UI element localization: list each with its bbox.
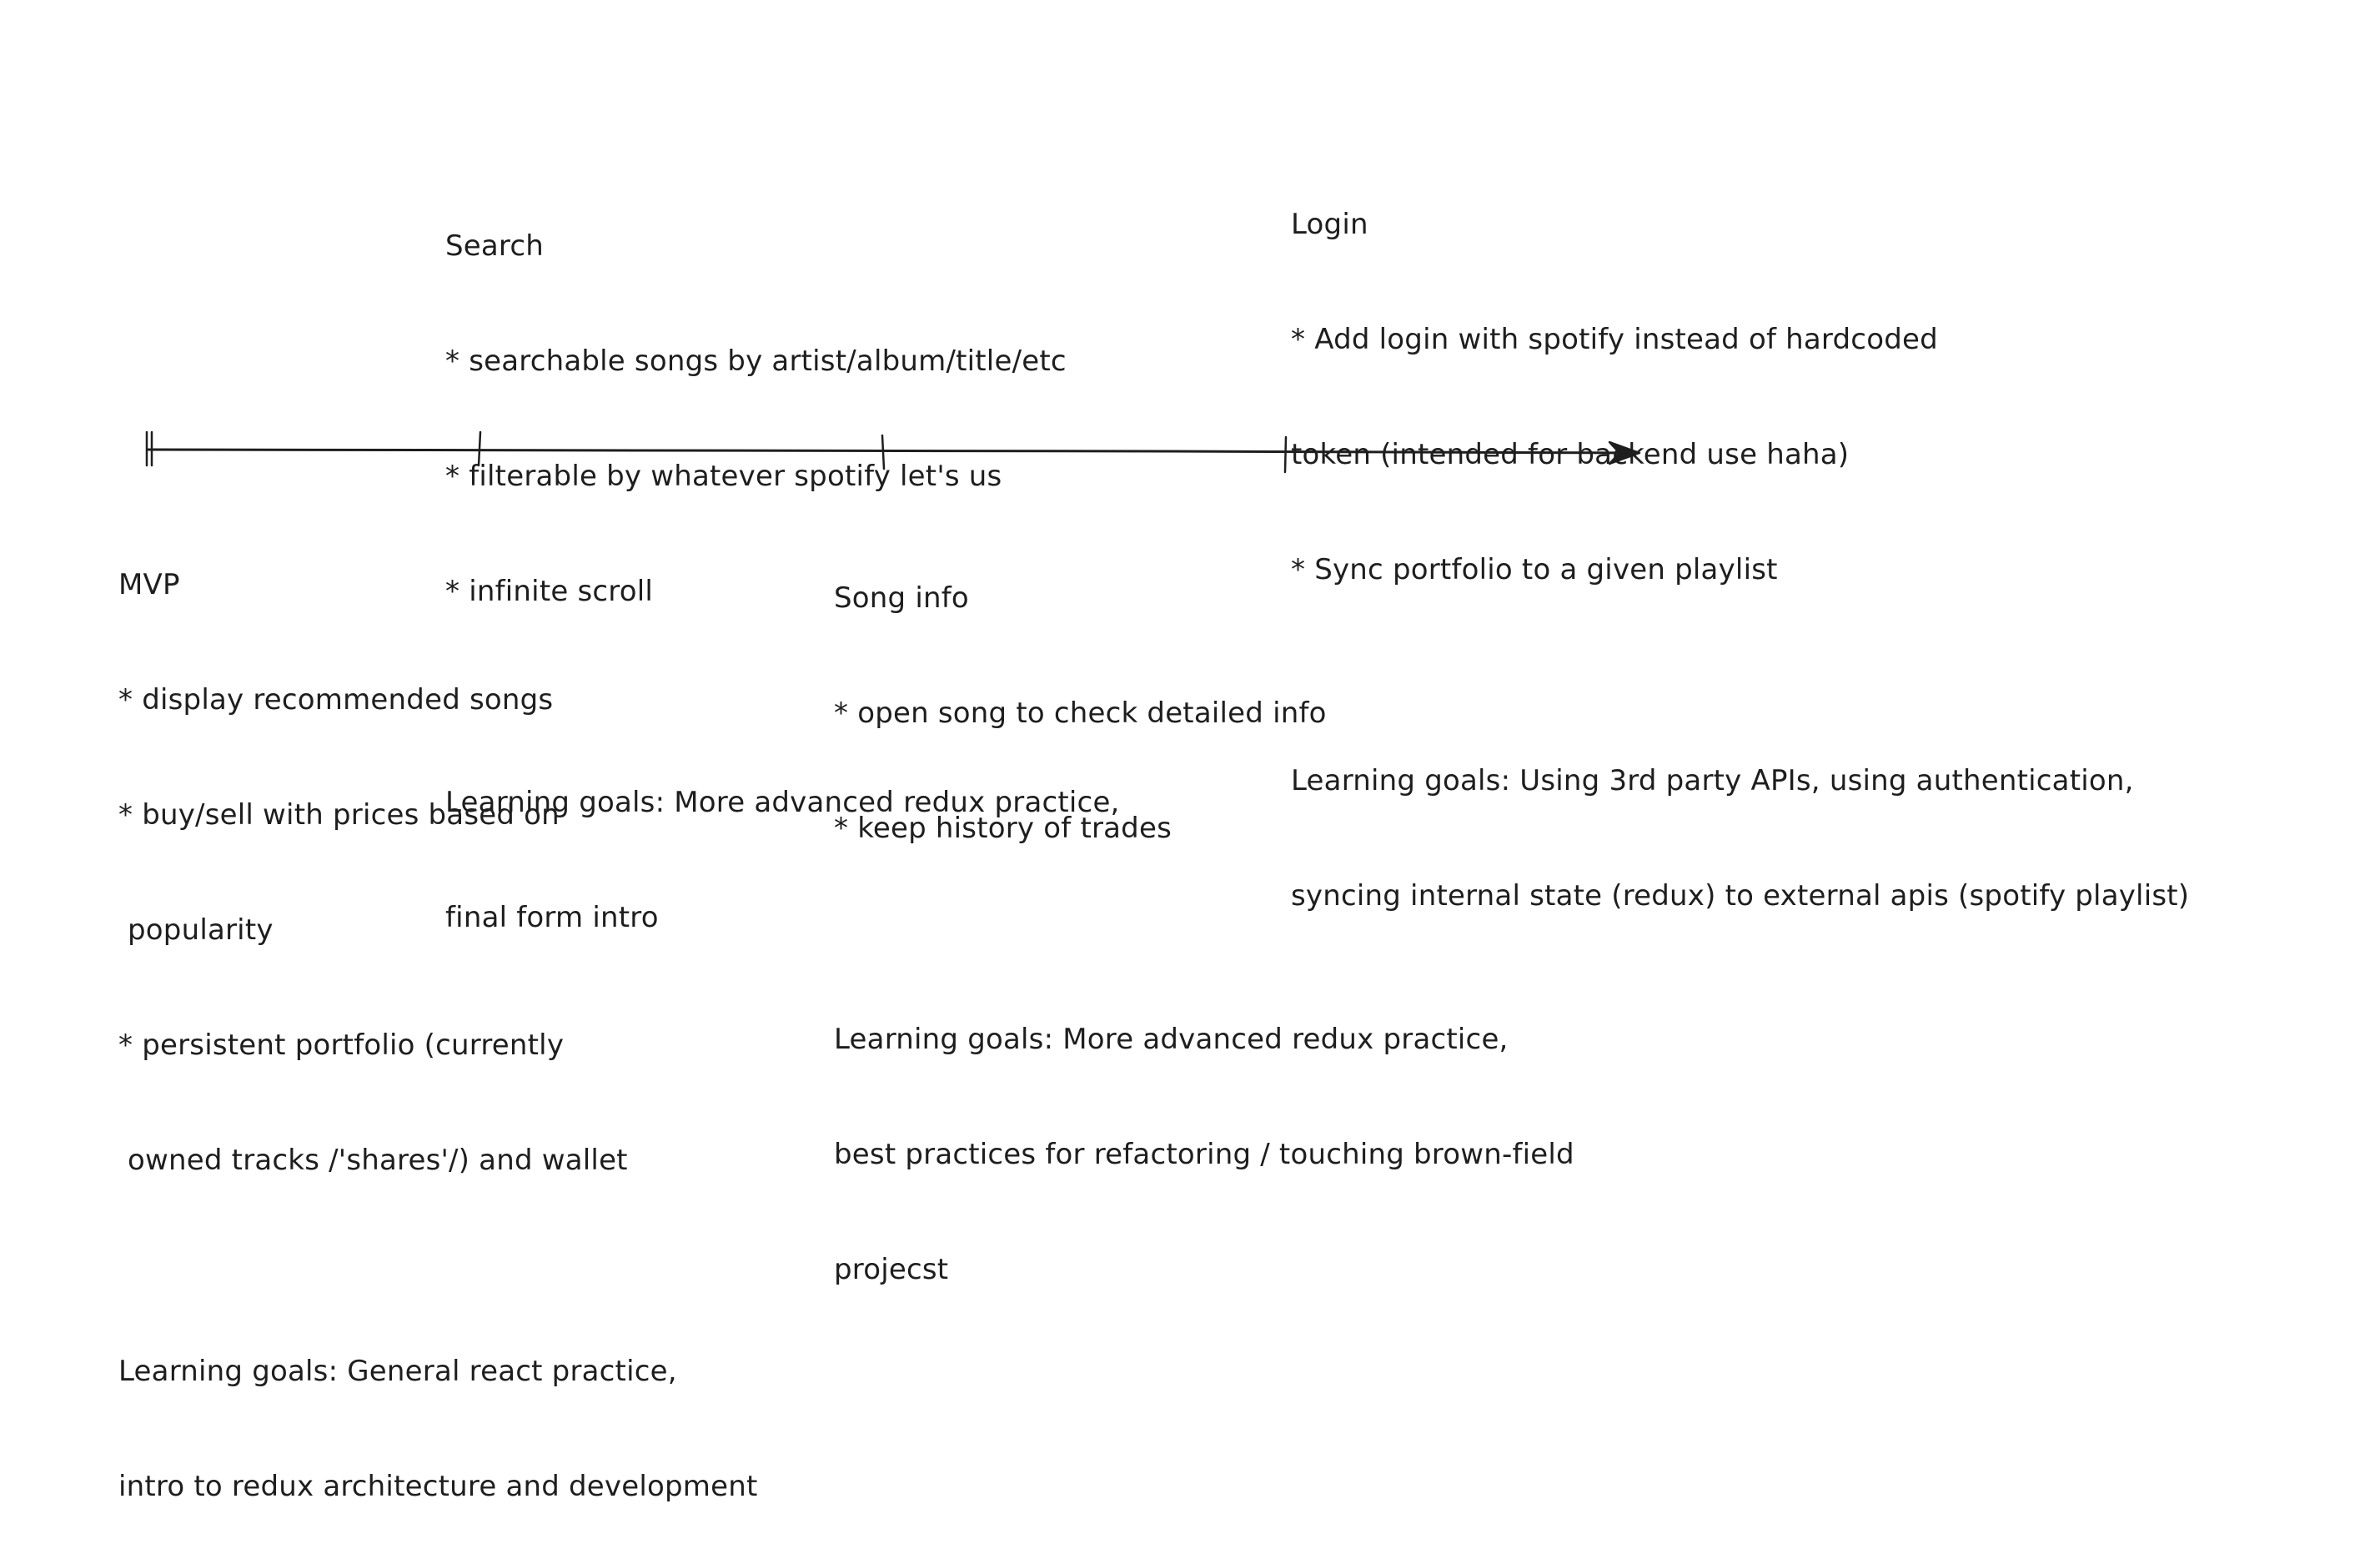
milestone-search-goals: Learning goals: More advanced redux prac…: [445, 786, 1120, 819]
milestone-mvp-title: MVP: [118, 568, 180, 601]
spacer: [118, 1256, 758, 1275]
milestone-search-item: * infinite scroll: [445, 575, 654, 608]
timeline-axis: [147, 448, 1638, 455]
timeline-tick-search: [477, 430, 482, 467]
milestone-song-info-title: Song info: [834, 581, 969, 615]
milestone-mvp-item: popularity: [118, 913, 274, 947]
milestone-mvp-item: * buy/sell with prices based on: [118, 798, 560, 832]
milestone-mvp-goals: intro to redux architecture and developm…: [118, 1470, 758, 1503]
milestone-login-goals: Learning goals: Using 3rd party APIs, us…: [1291, 764, 2134, 797]
milestone-mvp-goals: Learning goals: General react practice,: [118, 1355, 677, 1388]
milestone-mvp-item: * display recommended songs: [118, 683, 554, 717]
milestone-login-item: * Sync portfolio to a given playlist: [1291, 553, 1778, 586]
milestone-song-info-item: * open song to check detailed info: [834, 697, 1327, 730]
timeline-start-tick: [145, 430, 153, 467]
milestone-song-info-note: Song info * open song to check detailed …: [834, 502, 1574, 1327]
milestone-login-item: * Add login with spotify instead of hard…: [1291, 323, 1938, 356]
milestone-login-title: Login: [1291, 208, 1368, 241]
milestone-song-info-goals: Learning goals: More advanced redux prac…: [834, 1023, 1509, 1056]
spacer: [834, 924, 1574, 943]
milestone-login-item: token (intended for backend use haha): [1291, 438, 1850, 471]
milestone-song-info-goals: projecst: [834, 1253, 949, 1286]
timeline-tick-login: [1283, 435, 1288, 474]
milestone-mvp-item: * persistent portfolio (currently: [118, 1028, 565, 1062]
timeline-arrowhead: [1608, 440, 1641, 465]
milestone-search-item: * filterable by whatever spotify let's u…: [445, 460, 1002, 493]
timeline: [145, 430, 1641, 474]
milestone-search-item: * searchable songs by artist/album/title…: [445, 345, 1067, 378]
milestone-song-info-goals: best practices for refactoring / touchin…: [834, 1138, 1574, 1171]
timeline-tick-song-info: [881, 434, 886, 470]
milestone-mvp-item: owned tracks /'shares'/) and wallet: [118, 1144, 628, 1177]
milestone-song-info-item: * keep history of trades: [834, 812, 1172, 845]
milestone-search-title: Search: [445, 229, 545, 263]
milestone-mvp-note: MVP * display recommended songs * buy/se…: [118, 489, 758, 1544]
